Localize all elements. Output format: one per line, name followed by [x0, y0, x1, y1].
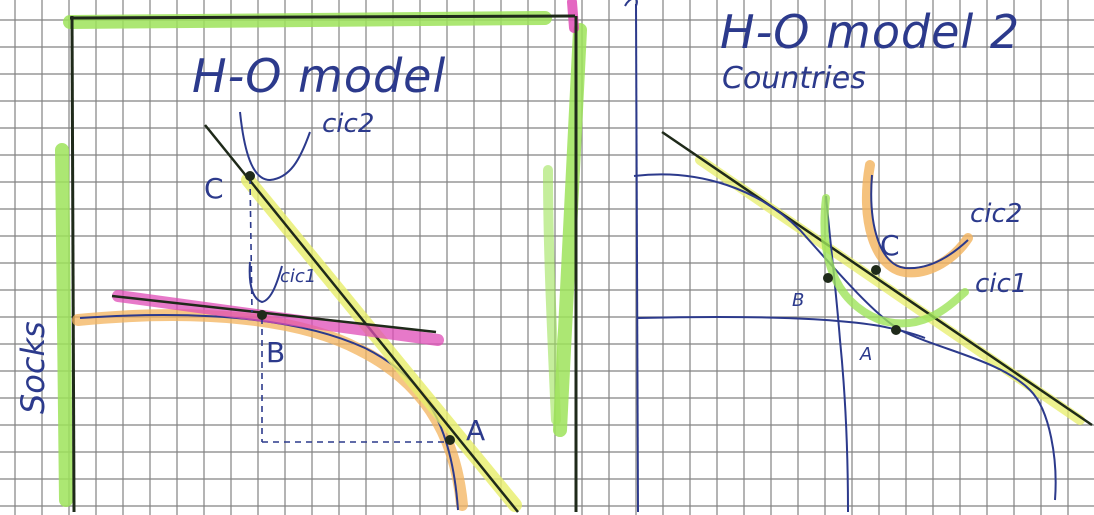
- left-cic1-label: cic1: [280, 266, 316, 287]
- right-trade-line: [661, 130, 1093, 427]
- right-label-c: C: [880, 229, 900, 262]
- left-point-a: [445, 435, 455, 445]
- right-point-c: [871, 265, 881, 275]
- left-cic2-label: cic2: [322, 109, 374, 139]
- left-axis-label: Socks: [14, 321, 52, 414]
- left-cic2-curve: [239, 111, 311, 182]
- right-axes: [624, 0, 639, 513]
- right-cic1-label: cic1: [975, 269, 1027, 299]
- right-point-a: [891, 325, 901, 335]
- right-point-b: [823, 273, 833, 283]
- left-label-a: A: [466, 414, 485, 447]
- right-cic2-orange-highlight: [862, 160, 973, 278]
- left-point-c: [245, 171, 255, 181]
- left-box-frame: [69, 14, 578, 513]
- right-ppf-country2: [637, 315, 926, 339]
- left-cic1-curve: [248, 261, 283, 304]
- right-subtitle: Countries: [722, 61, 866, 96]
- left-label-c: C: [204, 172, 224, 205]
- right-cic1-green-highlight: [820, 194, 969, 328]
- left-ppf-curve: [79, 314, 459, 511]
- left-price-line: [111, 294, 437, 334]
- right-title: H-O model 2: [720, 5, 1020, 59]
- right-ppf-country2-vertical: [825, 195, 849, 513]
- right-panel: H-O model 2 Countries C B A cic2 cic1: [543, 0, 1093, 513]
- left-label-b: B: [266, 336, 285, 369]
- left-dashed-guides: [249, 177, 448, 443]
- left-title: H-O model: [192, 49, 446, 103]
- left-point-b: [257, 310, 267, 320]
- right-cic2-curve: [870, 174, 969, 270]
- left-panel: H-O model cic2 cic1 C B A Socks: [14, 0, 587, 513]
- right-cic2-label: cic2: [970, 199, 1022, 229]
- right-label-a: A: [859, 344, 872, 365]
- left-trade-line: [204, 124, 519, 513]
- right-label-b: B: [792, 290, 804, 311]
- right-green-vertical-highlight: [543, 165, 561, 425]
- right-tradeline-yellow-highlight: [695, 155, 1085, 425]
